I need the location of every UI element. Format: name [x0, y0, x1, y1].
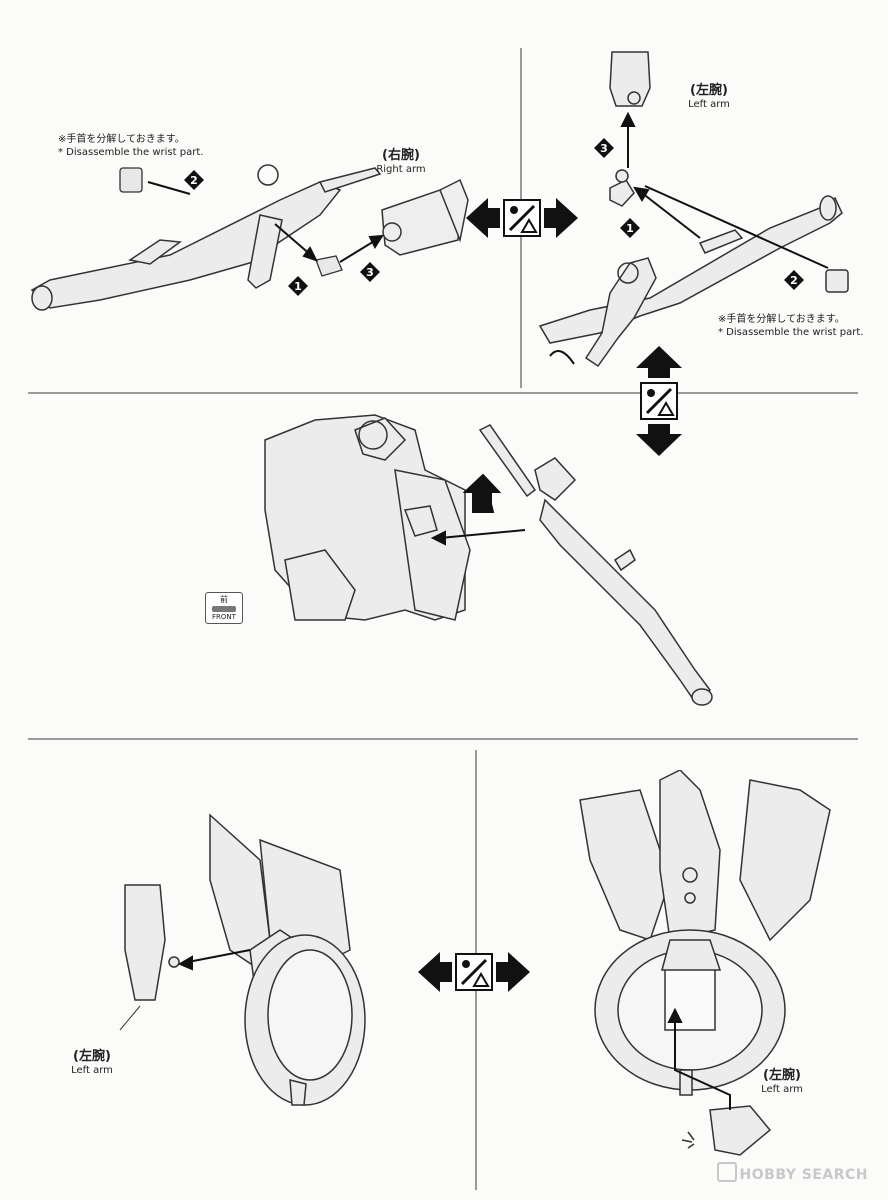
swap-arrows-icon [418, 948, 530, 1000]
step-badge-1: 1 [288, 276, 308, 296]
note-text-jp: ※手首を分解しておきます。 [58, 134, 185, 145]
note-text-en: * Disassemble the wrist part. [58, 146, 204, 158]
note-text-en: * Disassemble the wrist part. [718, 326, 864, 338]
note-text-jp: ※手首を分解しておきます。 [718, 314, 845, 325]
horizontal-divider-bottom [28, 738, 858, 740]
wrist-note-top-right: ※手首を分解しておきます。 * Disassemble the wrist pa… [718, 314, 863, 339]
step-badge-2: 2 [184, 170, 204, 190]
arm-label-en: Left arm [688, 98, 730, 110]
svg-text:2: 2 [790, 274, 798, 287]
arm-label-jp: (左腕) [73, 1049, 111, 1064]
arm-label-right: (右腕) Right arm [366, 148, 436, 175]
swap-arrows-icon [632, 346, 686, 460]
watermark-logo-icon [716, 1162, 737, 1182]
svg-text:1: 1 [294, 280, 302, 293]
svg-text:1: 1 [626, 222, 634, 235]
shield-illustration-side [119, 813, 366, 1106]
watermark: HOBBY SEARCH [716, 1162, 868, 1183]
arm-label-en: Left arm [71, 1064, 113, 1076]
rifle-illustration-left [538, 51, 849, 368]
arm-label-bottom-right: (左腕) Left arm [742, 1068, 822, 1095]
front-direction-icon: 前 FRONT [205, 592, 243, 624]
shield-illustration-front [579, 770, 831, 1156]
svg-text:3: 3 [600, 142, 608, 155]
rifle-illustration-right [30, 164, 469, 311]
svg-text:3: 3 [366, 266, 374, 279]
swap-arrows-icon [466, 194, 578, 246]
wrist-note-top-left: ※手首を分解しておきます。 * Disassemble the wrist pa… [58, 134, 203, 159]
watermark-text: HOBBY SEARCH [739, 1167, 868, 1183]
arm-label-left-top: (左腕) Left arm [674, 83, 744, 110]
horizontal-divider-top [28, 392, 858, 394]
step-badge-1: 1 [620, 218, 640, 238]
front-kanji: 前 [220, 595, 228, 604]
arm-label-jp: (右腕) [382, 148, 420, 163]
arm-label-en: Left arm [761, 1083, 803, 1095]
arm-label-bottom-left: (左腕) Left arm [52, 1049, 132, 1076]
step-badge-2: 2 [784, 270, 804, 290]
mech-body-illustration [264, 414, 713, 706]
front-foot-icon [212, 606, 236, 612]
front-text: FRONT [212, 613, 236, 621]
arm-label-jp: (左腕) [763, 1068, 801, 1083]
step-badge-3: 3 [594, 138, 614, 158]
arm-label-en: Right arm [376, 163, 426, 175]
arm-label-jp: (左腕) [690, 83, 728, 98]
step-badge-3: 3 [360, 262, 380, 282]
svg-text:2: 2 [190, 174, 198, 187]
